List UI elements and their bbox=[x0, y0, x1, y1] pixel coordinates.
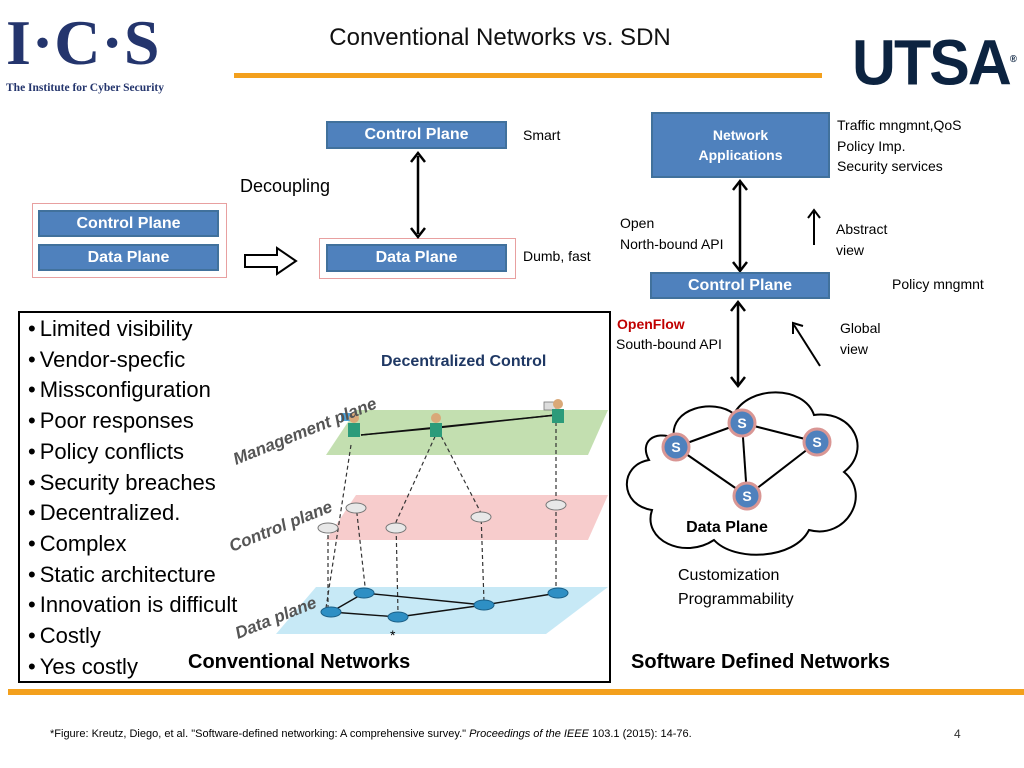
switch-label: S bbox=[671, 439, 680, 455]
northbound-double-arrow-icon bbox=[732, 178, 748, 274]
ics-logo-text: I·C·S bbox=[6, 7, 161, 78]
list-item: Policy conflicts bbox=[28, 437, 237, 468]
switch-icon bbox=[732, 481, 762, 511]
traffic-line1: Traffic mngmnt,QoS bbox=[837, 117, 962, 133]
page-number: 4 bbox=[954, 727, 961, 741]
utsa-registered-mark: ® bbox=[1009, 54, 1017, 65]
router-icon bbox=[473, 599, 495, 611]
citation-journal: Proceedings of the IEEE bbox=[469, 728, 589, 740]
utsa-logo: UTSA® bbox=[852, 28, 1017, 94]
operator-icon bbox=[543, 399, 564, 423]
sdn-data-plane-label: Data Plane bbox=[686, 519, 768, 536]
operator-icon bbox=[341, 413, 360, 437]
list-item: Static architecture bbox=[28, 560, 237, 591]
citation: *Figure: Kreutz, Diego, et al. "Software… bbox=[50, 728, 692, 740]
operator-icon bbox=[430, 413, 442, 437]
list-item: Innovation is difficult bbox=[28, 590, 238, 621]
global-view-arrow-icon bbox=[792, 321, 821, 367]
router-icon bbox=[547, 587, 569, 599]
title-underline bbox=[234, 73, 822, 78]
sdn-control-plane-label: Control Plane bbox=[687, 277, 792, 294]
abstract-view-label: Abstract view bbox=[836, 219, 887, 260]
sep-control-plane-label: Control Plane bbox=[364, 126, 469, 143]
southbound-double-arrow-icon bbox=[730, 299, 746, 389]
router-icon bbox=[320, 606, 342, 618]
control-plane-layer bbox=[326, 495, 608, 540]
bottom-rule bbox=[8, 689, 1024, 695]
switch-label: S bbox=[812, 434, 821, 450]
ics-logo-tagline: The Institute for Cyber Security bbox=[6, 82, 165, 94]
list-item: Yes costly bbox=[28, 652, 237, 683]
global-line2: view bbox=[840, 341, 869, 357]
switch-label: S bbox=[742, 488, 751, 504]
asterisk-mark: * bbox=[390, 627, 396, 642]
controller-icon bbox=[545, 499, 567, 511]
router-icon bbox=[387, 611, 409, 623]
traffic-line3: Security services bbox=[837, 158, 943, 174]
sdn-caption: Software Defined Networks bbox=[631, 651, 890, 673]
conv-control-plane-label: Control Plane bbox=[76, 215, 181, 232]
policy-label: Policy mngmnt bbox=[892, 276, 984, 292]
list-item: Poor responses bbox=[28, 406, 237, 437]
switch-icon bbox=[661, 432, 691, 462]
router-icon bbox=[353, 587, 375, 599]
customization-label: Customization bbox=[678, 567, 780, 584]
control-data-double-arrow-icon bbox=[410, 150, 426, 240]
switch-label: S bbox=[737, 415, 746, 431]
net-apps-line2: Applications bbox=[698, 147, 783, 163]
list-item: Decentralized. bbox=[28, 498, 237, 529]
conventional-issues-list: Limited visibility Vendor-specfic Missco… bbox=[28, 314, 238, 683]
abstract-line2: view bbox=[836, 241, 865, 258]
open-line2: North-bound API bbox=[620, 235, 724, 252]
controller-icon bbox=[345, 502, 367, 514]
controller-icon bbox=[385, 522, 407, 534]
smart-label: Smart bbox=[523, 127, 561, 143]
decoupling-label: Decoupling bbox=[240, 176, 331, 196]
list-item: Security breaches bbox=[28, 468, 237, 499]
abstract-view-arrow-icon bbox=[807, 208, 821, 245]
list-item: Vendor-specfic bbox=[28, 345, 237, 376]
data-plane-cloud: S S S S Data Plane bbox=[625, 391, 859, 556]
sdn-control-plane-box: Control Plane bbox=[650, 272, 830, 299]
data-plane-outline bbox=[319, 238, 516, 279]
sep-data-plane-box: Data Plane bbox=[326, 244, 507, 272]
northbound-label: Open North-bound API bbox=[620, 213, 724, 254]
list-item: Costly bbox=[28, 621, 237, 652]
open-line1: Open bbox=[620, 215, 655, 231]
conv-control-plane-box: Control Plane bbox=[38, 210, 219, 237]
programmability-label: Programmability bbox=[678, 591, 794, 608]
citation-post: 103.1 (2015): 14-76. bbox=[588, 728, 692, 740]
conventional-box bbox=[18, 311, 611, 683]
controller-icon bbox=[470, 511, 492, 523]
conv-data-plane-label: Data Plane bbox=[87, 249, 170, 266]
conventional-caption: Conventional Networks bbox=[188, 651, 411, 673]
abstract-line1: Abstract bbox=[836, 221, 888, 237]
switch-icon bbox=[802, 427, 832, 457]
sep-control-plane-box: Control Plane bbox=[326, 121, 507, 149]
controller-icon bbox=[317, 522, 339, 534]
traffic-line2: Policy Imp. bbox=[837, 137, 906, 154]
decoupling-arrow-icon bbox=[244, 246, 298, 276]
citation-pre: *Figure: Kreutz, Diego, et al. "Software… bbox=[50, 728, 470, 740]
global-line1: Global bbox=[840, 320, 881, 336]
traffic-services-label: Traffic mngmnt,QoS Policy Imp. Security … bbox=[837, 115, 961, 177]
openflow-label: OpenFlow bbox=[617, 316, 685, 332]
ics-logo: I·C·S The Institute for Cyber Security bbox=[6, 8, 176, 103]
management-plane-layer bbox=[326, 410, 608, 455]
network-applications-box: Network Applications bbox=[651, 112, 830, 178]
list-item: Missconfiguration bbox=[28, 375, 237, 406]
list-item: Complex bbox=[28, 529, 237, 560]
conventional-layers-illustration: Management plane Control plane Data plan… bbox=[226, 394, 608, 642]
utsa-logo-text: UTSA bbox=[852, 26, 1012, 99]
conv-data-plane-box: Data Plane bbox=[38, 244, 219, 271]
slide-title: Conventional Networks vs. SDN bbox=[329, 24, 671, 51]
list-item: Limited visibility bbox=[28, 314, 237, 345]
decentralized-control-label: Decentralized Control bbox=[381, 353, 547, 370]
dumb-fast-label: Dumb, fast bbox=[523, 248, 591, 264]
southbound-label: South-bound API bbox=[616, 336, 722, 352]
switch-icon bbox=[727, 408, 757, 438]
sep-data-plane-label: Data Plane bbox=[375, 249, 458, 266]
net-apps-line1: Network bbox=[712, 127, 769, 143]
global-view-label: Global view bbox=[840, 318, 880, 360]
